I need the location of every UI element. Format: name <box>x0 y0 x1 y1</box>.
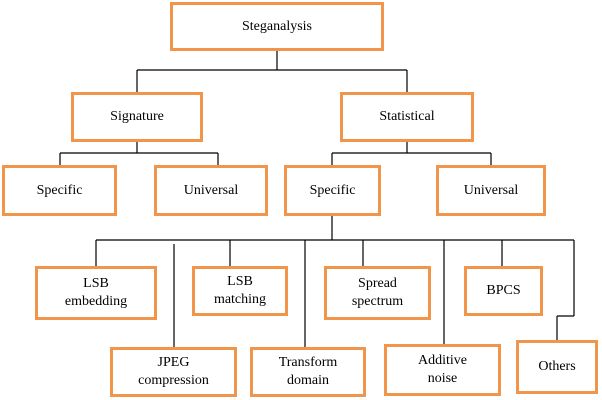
lsb-matching-label: LSB matching <box>213 274 267 307</box>
statistical-node: Statistical <box>340 92 474 142</box>
transform-domain-label: Transform domain <box>278 355 338 388</box>
root-node: Steganalysis <box>170 2 384 51</box>
spread-spectrum-node: Spread spectrum <box>324 266 431 320</box>
additive-noise-label: Additive noise <box>418 353 467 386</box>
signature-specific-label: Specific <box>36 182 83 198</box>
signature-universal-label: Universal <box>183 182 239 198</box>
bpcs-node: BPCS <box>464 266 543 316</box>
others-node: Others <box>516 340 598 394</box>
signature-specific-node: Specific <box>2 165 117 216</box>
signature-node: Signature <box>71 92 203 142</box>
transform-domain-node: Transform domain <box>250 347 366 397</box>
signature-universal-node: Universal <box>154 165 268 216</box>
statistical-universal-label: Universal <box>463 182 519 198</box>
bpcs-label: BPCS <box>486 283 521 298</box>
spread-spectrum-label: Spread spectrum <box>351 276 404 309</box>
statistical-specific-node: Specific <box>284 165 381 216</box>
lsb-embedding-node: LSB embedding <box>35 266 157 320</box>
jpeg-compression-node: JPEG compression <box>110 347 237 397</box>
statistical-universal-node: Universal <box>436 165 546 216</box>
signature-label: Signature <box>110 109 164 124</box>
statistical-label: Statistical <box>379 109 435 124</box>
statistical-specific-label: Specific <box>309 182 356 198</box>
lsb-embedding-label: LSB embedding <box>64 276 128 309</box>
lsb-matching-node: LSB matching <box>192 266 288 316</box>
others-label: Others <box>538 359 576 374</box>
root-label: Steganalysis <box>242 18 312 34</box>
jpeg-compression-label: JPEG compression <box>138 355 209 388</box>
additive-noise-node: Additive noise <box>384 344 501 396</box>
